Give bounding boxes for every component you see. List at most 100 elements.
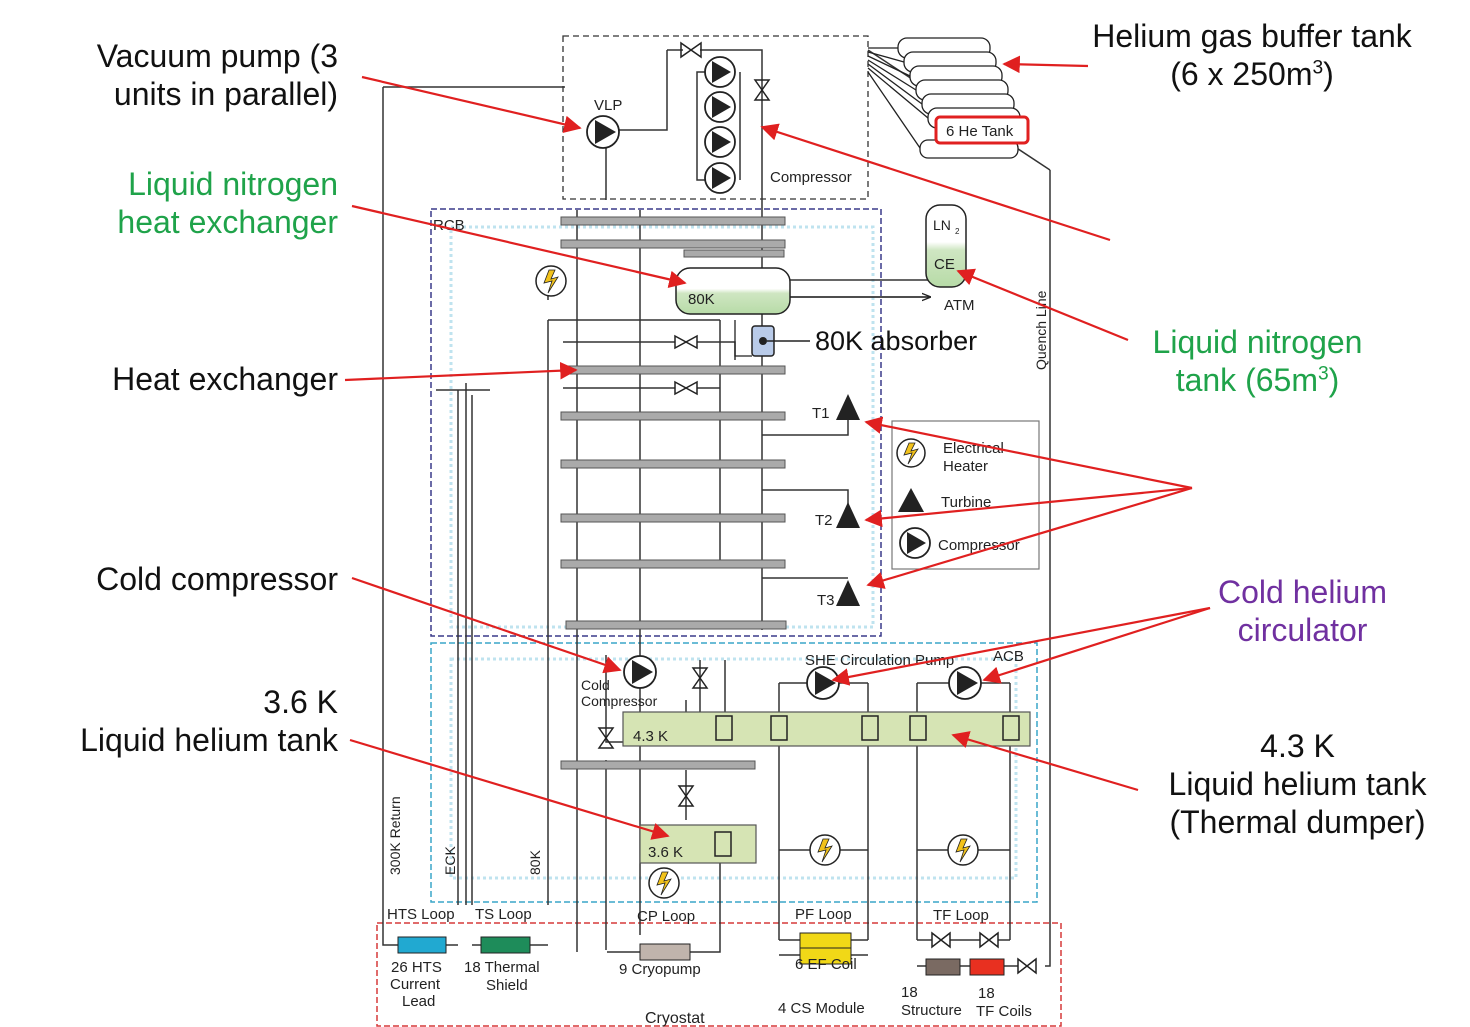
- tf-loop-label: TF Loop: [933, 907, 989, 924]
- hts-current-lead: [397, 936, 447, 954]
- cs-module-label: 4 CS Module: [778, 1000, 865, 1017]
- ln2-sub: 2: [955, 227, 960, 236]
- legend-heater-label-1: Electrical: [943, 440, 1004, 457]
- legend-compressor-label: Compressor: [938, 537, 1020, 554]
- cold-compressor-label-1: Cold: [581, 677, 610, 693]
- cs-module: [799, 947, 852, 965]
- tf-coils-label-1: 18: [978, 985, 995, 1002]
- lhe43-line-3: (Thermal dumper): [1169, 803, 1426, 840]
- ts-load-label-2: Shield: [486, 977, 528, 994]
- he-tank-highlight: [934, 115, 1030, 145]
- vacuum-pump-line-1: Vacuum pump (3: [96, 38, 338, 74]
- lhe36-annotation: 3.6 K Liquid helium tank: [20, 684, 338, 760]
- acb-inner-box: [449, 657, 1018, 880]
- lhe36-line-2: Liquid helium tank: [80, 721, 338, 758]
- legend-heater-label-2: Heater: [943, 458, 988, 475]
- vlp-label: VLP: [594, 97, 622, 114]
- t3-label: T3: [817, 592, 835, 609]
- ef-coil-label: 6 EF Coil: [795, 956, 857, 973]
- tank-4-3k-hx: [715, 715, 1020, 741]
- acb-box: [430, 642, 1038, 903]
- structure: [925, 958, 961, 976]
- cold-compressor-annotation: Cold compressor: [96, 561, 338, 597]
- cryopump: [639, 943, 691, 961]
- absorber-annotation: 80K absorber: [815, 326, 978, 356]
- tank-3-6k-label: 3.6 K: [648, 844, 683, 861]
- return-300k-label: 300K Return: [387, 796, 403, 875]
- rcb-box: [430, 208, 882, 637]
- structure-label-1: 18: [901, 984, 918, 1001]
- vacuum-pump-line-2: units in parallel): [113, 75, 338, 112]
- cp-loop-label: CP Loop: [637, 908, 695, 925]
- eck-label: ECK: [442, 846, 458, 875]
- lhe36-line-1: 3.6 K: [263, 684, 338, 720]
- she-pump-2: [948, 666, 982, 700]
- vacuum-pump-annotation: Vacuum pump (3 units in parallel): [20, 38, 338, 114]
- tank-4-3k-label: 4.3 K: [633, 728, 668, 745]
- callout-arrows: [344, 55, 1211, 840]
- lhe43-line-2: Liquid helium tank: [1168, 765, 1427, 802]
- legend-heater-icon: [896, 438, 926, 468]
- buffer-line-2-sup: 3: [1312, 57, 1324, 79]
- ln2-tank-line-1: Liquid nitrogen: [1152, 324, 1363, 360]
- t1-label: T1: [812, 405, 830, 422]
- cold-circulator-annotation: Cold helium circulator: [1170, 574, 1435, 650]
- cryostat-box: [376, 922, 1062, 1027]
- ln2-tank-line-2-sup: 3: [1317, 363, 1329, 385]
- legend-compressor-icon: [899, 527, 931, 559]
- ln2-hx-line-1: Liquid nitrogen: [128, 166, 338, 202]
- hts-load-label-3: Lead: [402, 993, 435, 1010]
- hts-load-label-2: Current: [390, 976, 441, 993]
- tf-coils-label-2: TF Coils: [976, 1003, 1032, 1020]
- rcb-heater: [535, 265, 567, 297]
- ts-load-label-1: 18 Thermal: [464, 959, 540, 976]
- valves: [597, 41, 1037, 975]
- thermal-shield: [480, 936, 531, 954]
- cp-loop-heater: [648, 867, 680, 899]
- turbines: [836, 394, 860, 606]
- ln2-label: LN: [933, 217, 951, 233]
- ln2-tank-line-2: tank (65m3): [1110, 362, 1405, 400]
- cryostat-label: Cryostat: [645, 1010, 705, 1027]
- cold-circ-line-1: Cold helium: [1218, 574, 1387, 610]
- he-tank-label: 6 He Tank: [946, 123, 1014, 140]
- heat-exchanger-plates: [560, 216, 787, 770]
- cold-circ-line-2: circulator: [1237, 611, 1368, 648]
- tf-loop-heater: [947, 834, 979, 866]
- pf-loop-heater: [809, 834, 841, 866]
- lhe43-annotation: 4.3 K Liquid helium tank (Thermal dumper…: [1135, 728, 1460, 841]
- tf-coils: [969, 958, 1005, 976]
- legend-turbine-label: Turbine: [941, 494, 991, 511]
- ln2-tank-line-2-main: tank (65m: [1175, 361, 1318, 398]
- t2-label: T2: [815, 512, 833, 529]
- heat-exchanger-annotation: Heat exchanger: [112, 361, 338, 397]
- quench-line-label: Quench Line: [1033, 290, 1049, 370]
- compressor-label: Compressor: [770, 169, 852, 186]
- cryopump-label: 9 Cryopump: [619, 961, 701, 978]
- ef-coil: [799, 932, 852, 950]
- ln2-hx-annotation: Liquid nitrogen heat exchanger: [20, 166, 338, 242]
- buffer-line-2-main: (6 x 250m: [1170, 55, 1313, 92]
- ce-label: CE: [934, 256, 955, 273]
- ln2-tank: [925, 204, 967, 288]
- cold-compressor: [623, 655, 657, 689]
- lhe43-line-1: 4.3 K: [1260, 728, 1335, 764]
- acb-label: ACB: [993, 648, 1024, 665]
- ln2-hx-line-2: heat exchanger: [117, 203, 338, 240]
- hx80-label: 80K: [688, 291, 715, 308]
- vlp-compressor: [586, 115, 620, 149]
- ln2-tank-annotation: Liquid nitrogen tank (65m3): [1110, 324, 1405, 400]
- pf-loop-label: PF Loop: [795, 906, 852, 923]
- cold-compressor-label-2: Compressor: [581, 693, 658, 709]
- ln2-tank-line-2-end: ): [1328, 361, 1340, 398]
- ts-loop-label: TS Loop: [475, 906, 532, 923]
- tank-4-3k: [622, 711, 1031, 747]
- structure-label-2: Structure: [901, 1002, 962, 1019]
- legend-turbine-icon: [898, 488, 924, 512]
- hts-load-label-1: 26 HTS: [391, 959, 442, 976]
- buffer-line-1: Helium gas buffer tank: [1092, 18, 1412, 54]
- atm-label: ATM: [944, 297, 975, 314]
- buffer-line-2-end: ): [1323, 55, 1334, 92]
- buffer-line-2: (6 x 250m3): [1052, 56, 1452, 94]
